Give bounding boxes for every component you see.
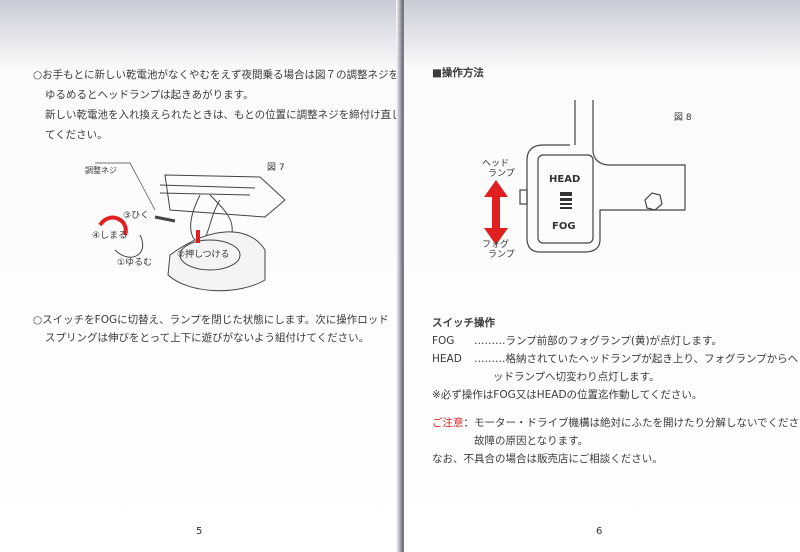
caution-line3: なお、不具合の場合は販売店にご相談ください。 (432, 453, 663, 465)
head-desc-2: ッドランプへ切変わり点灯します。 (493, 371, 660, 383)
tighten-label: ④しまる (92, 231, 128, 241)
switch-ops-title: スイッチ操作 (432, 317, 495, 329)
section-heading: ■操作方法 (432, 67, 484, 79)
caution-text: ：モーター・ドライブ機構は絶対にふたを開けたり分解しないでください。 (463, 417, 800, 429)
up-down-arrow-icon (484, 180, 508, 245)
caution-label: ご注意 (432, 417, 464, 429)
press-label: ②押しつける (177, 250, 230, 260)
figure-7-caption: 図 7 (267, 163, 285, 173)
para1-line4: てください。 (45, 129, 108, 141)
fog-lamp-label-1: フォグ (482, 240, 510, 250)
para2-line2: スプリングは伸びをとって上下に遊びがないよう組付けてください。 (45, 332, 370, 344)
lamp-adjust-illustration (95, 162, 286, 292)
operation-note: ※必ず操作はFOG又はHEADの位置迄作動してください。 (432, 389, 703, 401)
fog-lamp-label-2: ランプ (488, 250, 515, 260)
right-page: ■操作方法 HEAD FOG 図 8 ヘッド ランプ フォグ ランプ スイッチ操… (404, 0, 800, 552)
fog-key: FOG (432, 335, 455, 347)
head-lamp-label-1: ヘッド (482, 159, 510, 169)
para1-line2: ゆるめるとヘッドランプは起きあがります。 (45, 89, 254, 101)
caution-line2: 故障の原因となります。 (474, 435, 589, 447)
left-page: ○お手もとに新しい乾電池がなくやむをえず夜間乗る場合は図７の調整ネジを ゆるめる… (0, 0, 402, 552)
page-number-5: 5 (196, 526, 203, 537)
figure-8: HEAD FOG 図 8 ヘッド ランプ フォグ ランプ (460, 100, 700, 270)
fog-desc: ………ランプ前部のフォグランプ(黄)が点灯します。 (474, 335, 723, 347)
head-key: HEAD (432, 353, 462, 365)
switch-fog-label: FOG (552, 221, 576, 232)
switch-illustration (484, 100, 686, 253)
para1-line3: 新しい乾電池を入れ換えられたときは、もとの位置に調整ネジを締付け直し (45, 109, 402, 121)
figure-8-caption: 図 8 (674, 113, 692, 123)
para2-line1: ○スイッチをFOGに切替え、ランプを閉じた状態にします。次に操作ロッド (33, 314, 389, 326)
caution-line1: ご注意：モーター・ドライブ機構は絶対にふたを開けたり分解しないでください。 (432, 413, 800, 433)
head-lamp-label-2: ランプ (488, 169, 515, 179)
screw-label: 調整ネジ (85, 166, 117, 175)
head-desc: ………格納されていたヘッドランプが起き上り、フォグランプからへ (474, 353, 799, 365)
loosen-label: ①ゆるむ (117, 258, 153, 268)
figure-7: 調整ネジ 図 7 ③ひく ④しまる ①ゆるむ ②押しつける (60, 155, 300, 305)
page-number-6: 6 (596, 526, 603, 537)
pull-label: ③ひく (123, 211, 150, 221)
para1-line1: ○お手もとに新しい乾電池がなくやむをえず夜間乗る場合は図７の調整ネジを (33, 69, 399, 81)
switch-head-label: HEAD (549, 174, 581, 185)
